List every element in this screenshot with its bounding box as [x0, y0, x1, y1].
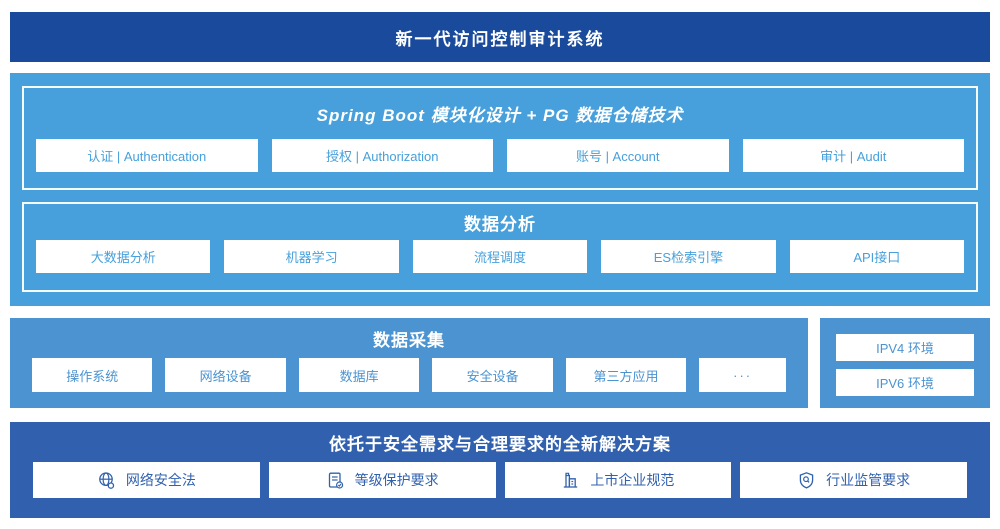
data-collection-items-row: 操作系统 网络设备 数据库 安全设备 第三方应用 ···: [10, 358, 808, 392]
module-box-authentication: 认证 | Authentication: [36, 139, 258, 172]
module-box-label: 认证 | Authentication: [87, 149, 207, 164]
data-collection-title: 数据采集: [373, 330, 445, 350]
module-box-authorization: 授权 | Authorization: [271, 139, 493, 172]
diagram-title-banner: 新一代访问控制审计系统: [10, 12, 990, 62]
solution-box-label: 网络安全法: [125, 472, 196, 488]
solution-box-listed-company: 上市企业规范: [504, 462, 732, 498]
data-analysis-title: 数据分析: [464, 214, 536, 234]
data-analysis-items-row: 大数据分析 机器学习 流程调度 ES检索引擎 API接口: [24, 240, 976, 273]
collection-box-ellipsis: ···: [699, 358, 786, 392]
analysis-box-label: 大数据分析: [90, 250, 156, 265]
analysis-box-label: ES检索引擎: [653, 250, 724, 265]
analysis-box-workflow: 流程调度: [412, 240, 588, 273]
collection-box-label: 操作系统: [66, 368, 119, 384]
data-analysis-group: 数据分析 大数据分析 机器学习 流程调度 ES检索引擎 API接口: [22, 202, 978, 292]
solution-layer: 依托于安全需求与合理要求的全新解决方案 网络安全法: [10, 422, 990, 518]
solution-box-industry-regulation: 行业监管要求: [740, 462, 967, 498]
solution-box-label: 行业监管要求: [826, 472, 911, 488]
analysis-box-api: API接口: [789, 240, 965, 273]
module-box-audit: 审计 | Audit: [742, 139, 964, 172]
collection-box-label: 安全设备: [466, 368, 519, 384]
collection-box-os: 操作系统: [32, 358, 153, 392]
collection-box-network-device: 网络设备: [165, 358, 286, 392]
module-box-label: 审计 | Audit: [820, 149, 887, 164]
collection-box-thirdparty-app: 第三方应用: [565, 358, 687, 392]
solution-box-label: 等级保护要求: [354, 472, 439, 488]
collection-box-security-device: 安全设备: [432, 358, 553, 392]
data-collection-layer: 数据采集 操作系统 网络设备 数据库 安全设备 第三方应用 ···: [10, 318, 808, 408]
ipv6-env-label: IPV6 环境: [876, 376, 934, 391]
solution-box-network-security-law: 网络安全法: [33, 462, 260, 498]
globe-icon: [97, 471, 116, 490]
analysis-box-label: 流程调度: [474, 250, 527, 265]
module-box-account: 账号 | Account: [507, 139, 729, 172]
analysis-box-es-search: ES检索引擎: [601, 240, 776, 273]
collection-box-database: 数据库: [298, 358, 420, 392]
solution-box-graded-protection: 等级保护要求: [268, 462, 496, 498]
springboot-group-title: Spring Boot 模块化设计 + PG 数据仓储技术: [316, 106, 684, 125]
analysis-box-machine-learning: 机器学习: [224, 240, 399, 273]
module-box-label: 授权 | Authorization: [326, 149, 439, 164]
document-check-icon: [326, 471, 345, 490]
analysis-box-bigdata: 大数据分析: [36, 240, 211, 273]
module-box-label: 账号 | Account: [575, 149, 660, 164]
analysis-box-label: 机器学习: [285, 250, 338, 265]
ipv4-env-box: IPV4 环境: [836, 334, 974, 361]
diagram-title: 新一代访问控制审计系统: [395, 29, 605, 49]
solution-items-row: 网络安全法 等级保护要求: [10, 462, 990, 498]
ipv4-env-label: IPV4 环境: [876, 341, 934, 356]
collection-box-label: 第三方应用: [593, 368, 659, 384]
collection-box-label: 网络设备: [199, 368, 252, 384]
shield-search-icon: [797, 471, 816, 490]
ellipsis-label: ···: [733, 367, 753, 383]
collection-box-label: 数据库: [339, 368, 379, 384]
springboot-items-row: 认证 | Authentication 授权 | Authorization 账…: [24, 139, 976, 172]
solution-title: 依托于安全需求与合理要求的全新解决方案: [329, 434, 671, 454]
platform-layer: Spring Boot 模块化设计 + PG 数据仓储技术 认证 | Authe…: [10, 73, 990, 306]
building-icon: [561, 471, 580, 490]
solution-box-label: 上市企业规范: [590, 472, 675, 488]
springboot-module-group: Spring Boot 模块化设计 + PG 数据仓储技术 认证 | Authe…: [22, 86, 978, 190]
ipv6-env-box: IPV6 环境: [836, 369, 974, 396]
analysis-box-label: API接口: [853, 250, 901, 265]
network-env-panel: IPV4 环境 IPV6 环境: [820, 318, 990, 408]
